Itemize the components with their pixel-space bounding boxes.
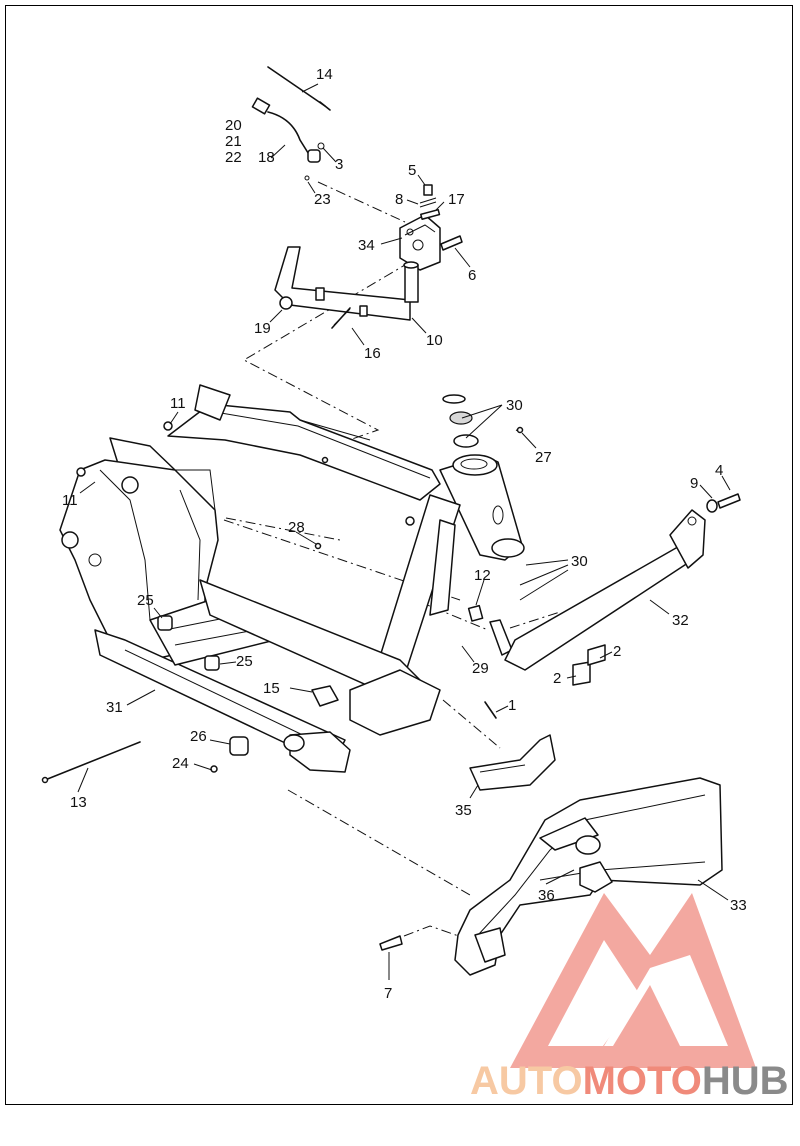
assembly-lines	[223, 181, 561, 941]
watermark-part-moto: MOTO	[583, 1059, 702, 1103]
diagram-border	[5, 5, 793, 1105]
callout-label: 5	[408, 162, 416, 179]
callout-label: 35	[455, 802, 472, 819]
leader-lines	[77, 83, 731, 980]
watermark-part-auto: AUTO	[470, 1059, 583, 1103]
callout-label: 33	[730, 897, 747, 914]
callout-label: 27	[535, 449, 552, 466]
callout-label: 11	[62, 492, 78, 509]
callout-label: 10	[426, 332, 443, 349]
callout-label: 2	[613, 643, 621, 660]
callout-label: 14	[316, 66, 333, 83]
callout-label: 7	[384, 985, 392, 1002]
callout-label: 28	[288, 519, 305, 536]
callout-label: 19	[254, 320, 271, 337]
callout-label: 22	[225, 149, 242, 166]
sensor-wire-assembly	[251, 66, 331, 181]
callout-label: 24	[172, 755, 189, 772]
callout-label: 30	[506, 397, 523, 414]
callout-label: 16	[364, 345, 381, 362]
callout-label: 23	[314, 191, 331, 208]
watermark-text: AUTOMOTOHUB	[470, 1059, 789, 1103]
callout-label: 9	[690, 475, 698, 492]
callout-label: 12	[474, 567, 491, 584]
callout-label: 36	[538, 887, 555, 904]
callout-label: 32	[672, 612, 689, 629]
callout-label: 29	[472, 660, 489, 677]
callout-label: 3	[335, 156, 343, 173]
steering-bearings-upper	[442, 394, 524, 448]
motorcycle-frame	[59, 384, 525, 773]
callout-label: 11	[170, 395, 186, 412]
callout-labels: 14 20 21 22 18 3 5 8 17 23 34 6 19 16 10…	[62, 66, 747, 1002]
callout-label: 26	[190, 728, 207, 745]
callout-label: 25	[236, 653, 253, 670]
callout-label: 15	[263, 680, 280, 697]
callout-label: 21	[225, 133, 242, 150]
callout-label: 2	[553, 670, 561, 687]
callout-label: 18	[258, 149, 275, 166]
side-stand	[274, 246, 419, 329]
front-crossbar	[504, 493, 741, 686]
lower-bracket	[469, 734, 556, 791]
engine-guard	[379, 777, 723, 976]
callout-label: 30	[571, 553, 588, 570]
callout-label: 8	[395, 191, 403, 208]
callout-label: 17	[448, 191, 465, 208]
callout-label: 4	[715, 462, 723, 479]
pivot-bracket	[399, 184, 463, 271]
cross-rod	[41, 741, 141, 784]
watermark-part-hub: HUB	[702, 1059, 789, 1103]
callout-label: 13	[70, 794, 87, 811]
callout-label: 1	[508, 697, 516, 714]
watermark-logo	[510, 893, 756, 1068]
callout-label: 20	[225, 117, 242, 134]
svg-text:AUTOMOTOHUB: AUTOMOTOHUB	[470, 1059, 789, 1103]
callout-label: 25	[137, 592, 154, 609]
callout-label: 34	[358, 237, 375, 254]
callout-label: 6	[468, 267, 476, 284]
callout-label: 31	[106, 699, 123, 716]
